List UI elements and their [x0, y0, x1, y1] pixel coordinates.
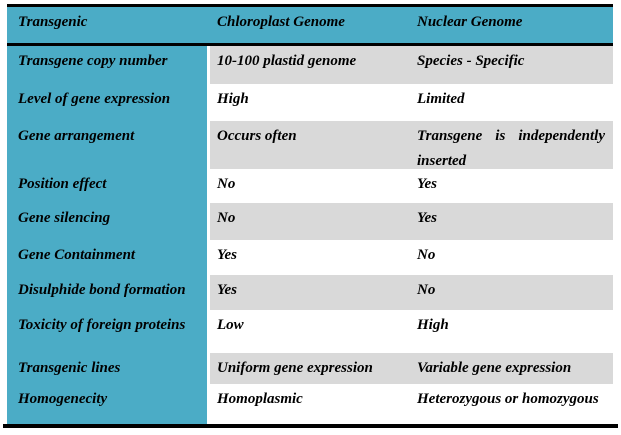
table-row: Gene silencing No Yes: [7, 203, 613, 240]
header-chloroplast-genome: Chloroplast Genome: [217, 14, 345, 30]
table-row: Disulphide bond formation Yes No: [7, 275, 613, 310]
header-nuclear-genome: Nuclear Genome: [417, 14, 523, 30]
chloroplast-value-cell: High: [217, 91, 249, 107]
chloroplast-value-cell: Yes: [217, 247, 237, 263]
nuclear-value-cell: No: [410, 275, 613, 310]
column-gap: [207, 46, 210, 84]
chloroplast-value-cell: Uniform gene expression: [210, 353, 410, 384]
column-gap: [207, 84, 210, 121]
nuclear-value-cell: Yes: [410, 203, 613, 240]
column-gap: [207, 353, 210, 384]
column-gap: [207, 384, 210, 424]
table-bottom-border: [3, 424, 618, 428]
table-row: Transgene copy number 10-100 plastid gen…: [7, 46, 613, 84]
table-row: Position effect No Yes: [7, 169, 613, 203]
chloroplast-value-cell: No: [210, 203, 410, 240]
table-body: Transgene copy number 10-100 plastid gen…: [7, 46, 613, 424]
column-gap: [207, 203, 210, 240]
chloroplast-value-cell: No: [217, 176, 236, 192]
nuclear-value-cell: Transgene is independently inserted: [410, 121, 613, 169]
table-row: Gene arrangement Occurs often Transgene …: [7, 121, 613, 169]
trait-cell: Gene arrangement: [7, 121, 207, 169]
table-row: Toxicity of foreign proteins Low High: [7, 310, 613, 353]
trait-cell: Transgene copy number: [7, 46, 207, 84]
nuclear-value-cell: Variable gene expression: [410, 353, 613, 384]
table-row: Level of gene expression High Limited: [7, 84, 613, 121]
table-row: Homogenecity Homoplasmic Heterozygous or…: [7, 384, 613, 424]
column-gap: [207, 275, 210, 310]
chloroplast-value-cell: Low: [217, 317, 244, 333]
table-row: Gene Containment Yes No: [7, 240, 613, 275]
header-transgenic: Transgenic: [18, 14, 88, 30]
nuclear-value-cell: Yes: [417, 176, 437, 192]
transgenic-comparison-table: Transgenic Chloroplast Genome Nuclear Ge…: [7, 4, 613, 424]
chloroplast-value-cell: 10-100 plastid genome: [210, 46, 410, 84]
nuclear-value-cell: Limited: [417, 91, 465, 107]
table-header-row: Transgenic Chloroplast Genome Nuclear Ge…: [7, 7, 613, 46]
column-gap: [207, 240, 210, 275]
chloroplast-value-cell: Yes: [210, 275, 410, 310]
chloroplast-value-cell: Occurs often: [210, 121, 410, 169]
trait-cell: Level of gene expression: [7, 84, 207, 121]
nuclear-value-cell: Heterozygous or homozygous: [417, 391, 599, 407]
column-gap: [207, 310, 210, 353]
trait-cell: Transgenic lines: [7, 353, 207, 384]
trait-cell: Homogenecity: [7, 384, 207, 424]
table-row: Transgenic lines Uniform gene expression…: [7, 353, 613, 384]
nuclear-value-cell: Species - Specific: [410, 46, 613, 84]
trait-cell: Gene silencing: [7, 203, 207, 240]
column-gap: [207, 169, 210, 203]
trait-cell: Disulphide bond formation: [7, 275, 207, 310]
trait-cell: Position effect: [7, 169, 207, 203]
nuclear-value-cell: High: [417, 317, 449, 333]
trait-cell: Toxicity of foreign proteins: [7, 310, 207, 353]
column-gap: [207, 121, 210, 169]
chloroplast-value-cell: Homoplasmic: [217, 391, 303, 407]
trait-cell: Gene Containment: [7, 240, 207, 275]
nuclear-value-cell: No: [417, 247, 436, 263]
